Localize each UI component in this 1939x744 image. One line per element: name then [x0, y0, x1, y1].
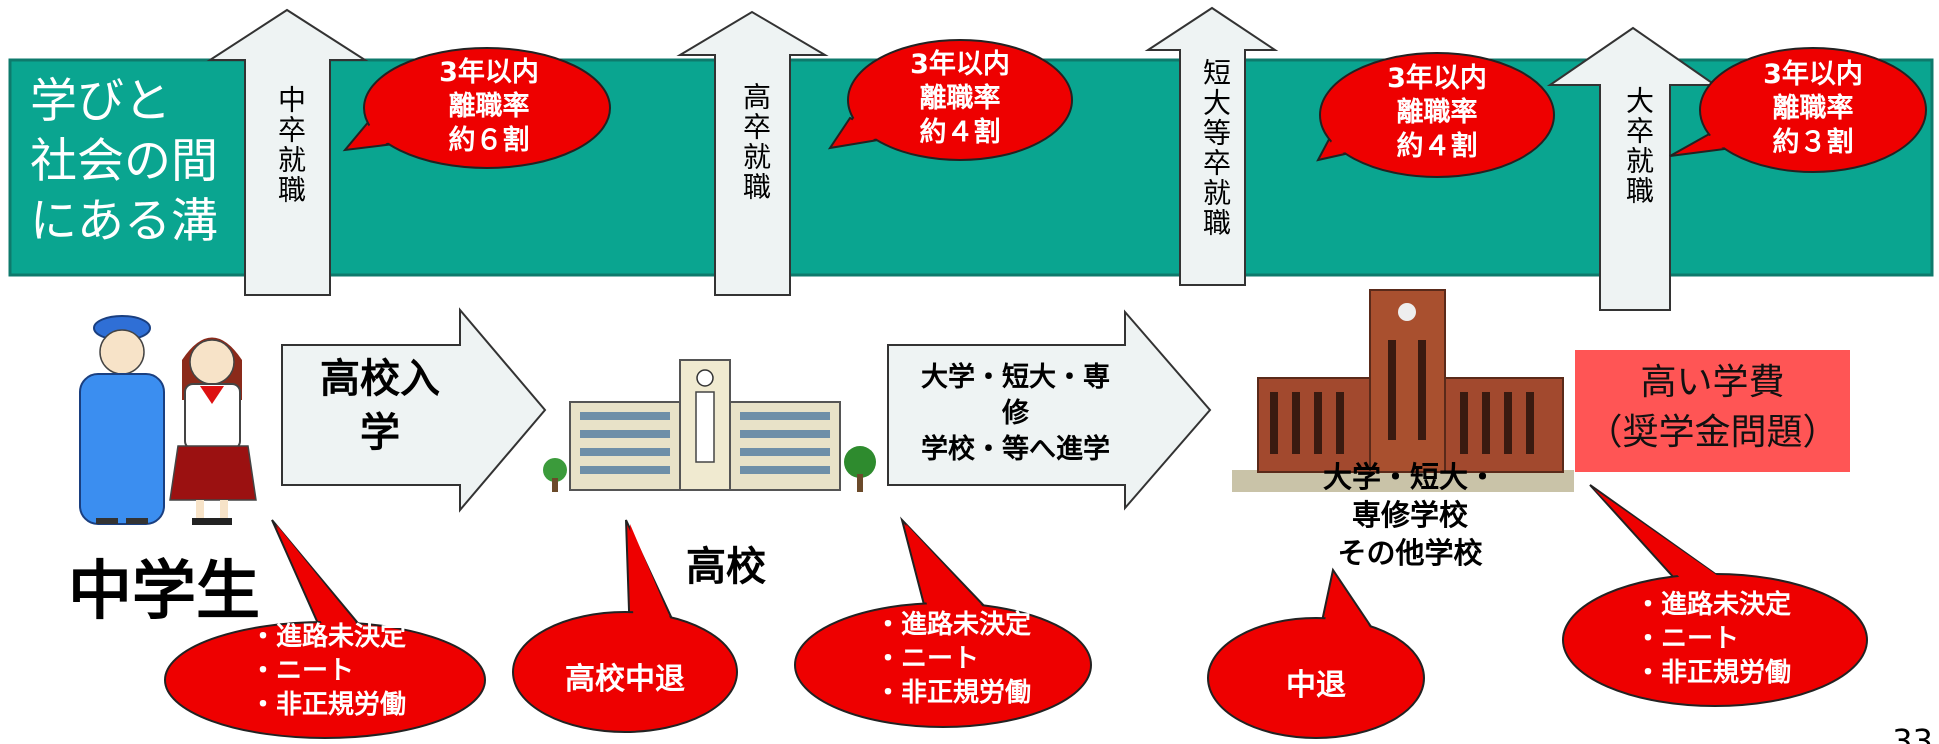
turnover-line: 離職率 [1772, 93, 1854, 124]
issue-line: ・進路未決定 [250, 622, 407, 652]
advance-label: 大学・短大・専 修 学校・等へ進学 [893, 360, 1138, 468]
issue-bubble-5 [1562, 484, 1868, 707]
issue-line: ・進路未決定 [1635, 590, 1792, 620]
issue-bubble-2 [512, 519, 738, 733]
turnover-line: 離職率 [448, 91, 530, 122]
advance-line: 大学・短大・専 [921, 362, 1110, 393]
junior-high-label: 中学生 [68, 555, 260, 629]
high-school-label: 高校 [686, 544, 766, 590]
issue-text-2: 高校中退 [565, 662, 685, 697]
job-arrow-junior-college [1144, 6, 1279, 286]
job-arrow-junior [206, 8, 369, 296]
job-arrow-label-high: 高卒就職 [739, 82, 772, 202]
tuition-line: 高い学費 [1640, 362, 1785, 403]
issue-text-4: 中退 [1286, 668, 1346, 703]
turnover-bubble-4 [1669, 47, 1927, 173]
university-line: 大学・短大・ [1322, 460, 1497, 494]
university-label: 大学・短大・ 専修学校 その他学校 [1270, 458, 1550, 572]
advance-arrow [887, 309, 1212, 511]
turnover-line: 離職率 [919, 83, 1001, 114]
turnover-line: 約３割 [1772, 127, 1854, 158]
issue-line: ・ニート [250, 656, 355, 686]
university-line: 専修学校 [1351, 498, 1468, 532]
turnover-line: 約４割 [1396, 131, 1478, 162]
turnover-bubble-3 [1316, 52, 1555, 178]
issue-line: ・ニート [875, 644, 980, 674]
turnover-line: 約４割 [919, 117, 1001, 148]
turnover-bubble-1 [342, 47, 611, 169]
university-line: その他学校 [1337, 536, 1483, 570]
turnover-text-4: 3年以内 離職率 約３割 [1728, 58, 1898, 160]
turnover-text-2: 3年以内 離職率 約４割 [875, 48, 1045, 150]
issue-bubble-3 [794, 516, 1092, 728]
advance-line: 修 [1002, 398, 1029, 429]
high-school-entry-label: 高校入 学 [290, 352, 470, 460]
band-label-line: にある溝 [30, 194, 218, 249]
entry-line: 学 [360, 410, 400, 456]
university-building [1232, 289, 1574, 492]
job-arrow-high [676, 10, 829, 296]
turnover-line: 3年以内 [1763, 59, 1863, 90]
band-label-line: 社会の間 [30, 134, 218, 189]
issue-text-1: ・進路未決定 ・ニート ・非正規労働 [250, 620, 450, 722]
issue-line: ・ニート [1635, 624, 1740, 654]
page-number: 33 [1892, 722, 1933, 744]
issue-bubble-4 [1207, 567, 1425, 739]
issue-bubble-1 [164, 519, 486, 739]
turnover-text-1: 3年以内 離職率 約６割 [404, 56, 574, 158]
advance-line: 学校・等へ進学 [921, 434, 1110, 465]
issue-line: ・非正規労働 [250, 690, 407, 720]
high-school-entry-arrow [281, 307, 547, 513]
tuition-line: （奨学金問題） [1586, 412, 1839, 453]
tuition-text: 高い学費 （奨学金問題） [1575, 358, 1850, 458]
job-arrow-label-junior: 中卒就職 [274, 85, 307, 205]
issue-line: ・非正規労働 [1635, 658, 1792, 688]
band-label: 学びと 社会の間 にある溝 [30, 72, 240, 252]
turnover-line: 3年以内 [439, 57, 539, 88]
turnover-line: 3年以内 [910, 49, 1010, 80]
turnover-line: 離職率 [1396, 97, 1478, 128]
issue-line: ・非正規労働 [875, 678, 1032, 708]
turnover-bubble-2 [827, 39, 1073, 161]
high-school-building [543, 359, 876, 492]
issue-text-5: ・進路未決定 ・ニート ・非正規労働 [1635, 588, 1835, 690]
issue-text-3: ・進路未決定 ・ニート ・非正規労働 [875, 608, 1075, 710]
band-label-line: 学びと [30, 74, 171, 129]
turnover-line: 約６割 [448, 125, 530, 156]
issue-line: ・進路未決定 [875, 610, 1032, 640]
turnover-line: 3年以内 [1387, 63, 1487, 94]
turnover-text-3: 3年以内 離職率 約４割 [1352, 62, 1522, 164]
job-arrow-label-university: 大卒就職 [1622, 86, 1655, 206]
girl-student-figure [169, 337, 257, 525]
entry-line: 高校入 [320, 356, 440, 402]
job-arrow-label-junior-college: 短大等卒就職 [1199, 58, 1232, 238]
job-arrow-university [1546, 26, 1719, 311]
tuition-box [1575, 350, 1850, 472]
boy-student-figure [79, 315, 165, 525]
